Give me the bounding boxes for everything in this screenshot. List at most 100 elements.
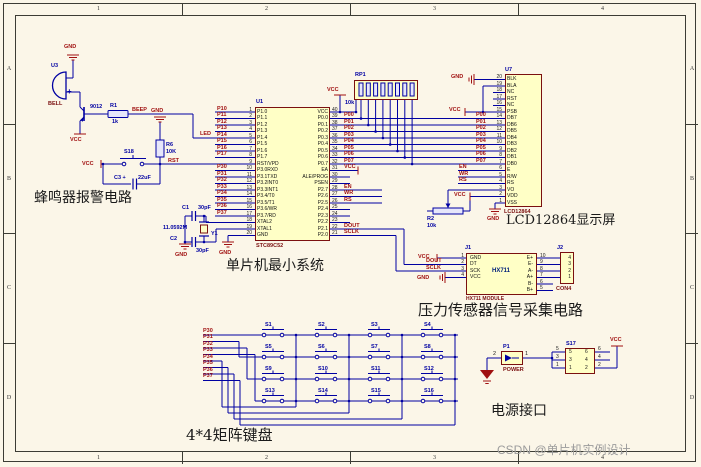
- gnd-label: GND: [487, 216, 500, 222]
- pin-number: 28: [332, 184, 338, 191]
- pin-number: 3: [499, 184, 502, 191]
- switch-designator: S11: [371, 366, 381, 372]
- pin-number: 8: [249, 152, 252, 159]
- pin-name: P0.4: [317, 141, 328, 148]
- pin-number: 29: [332, 178, 338, 185]
- pin-name: DB0: [507, 160, 517, 167]
- gnd-label: GND: [417, 274, 430, 281]
- pin-name: RST: [507, 95, 517, 102]
- power-switch-body: [565, 348, 595, 374]
- pin-number: 2: [461, 259, 464, 266]
- net-label: RS: [459, 177, 467, 184]
- pin-name: VDD: [507, 193, 518, 200]
- pin-number: 5: [569, 349, 572, 355]
- pin-name: GND: [470, 254, 482, 261]
- pin-number: 36: [332, 132, 338, 139]
- vcc-label: VCC: [418, 254, 430, 260]
- pin-number: 3: [556, 354, 559, 360]
- pin-number: 6: [499, 165, 502, 172]
- pin-number: 1: [569, 365, 572, 371]
- pin-name: XTAL1: [257, 225, 272, 232]
- net-label: P31: [203, 334, 213, 341]
- pin-number: 16: [246, 204, 252, 211]
- power-part-label: POWER: [503, 367, 524, 373]
- bell-icon: [51, 71, 67, 100]
- lcd-power-symbols: [464, 74, 501, 215]
- net-label: P15: [217, 138, 227, 145]
- vcc-label: VCC: [449, 107, 461, 113]
- pin-number: 31: [332, 165, 338, 172]
- pin-number: 25: [332, 204, 338, 211]
- net-label: P30: [217, 164, 227, 171]
- ruler-right-label: C: [686, 233, 698, 343]
- pin-name: E+: [526, 254, 533, 261]
- net-label: P00: [476, 112, 486, 119]
- c1-value: 30pF: [198, 205, 211, 211]
- pin-name: P2.1: [317, 225, 328, 232]
- pin-number: 32: [332, 158, 338, 165]
- pin-name: P2.5: [317, 199, 328, 206]
- gnd-icon: [480, 370, 494, 379]
- switch-designator: S10: [318, 366, 328, 372]
- pin-number: 5: [540, 285, 543, 292]
- pin-number: 9: [499, 145, 502, 152]
- pin-name: VSS: [507, 199, 518, 206]
- pin-name: P0.7: [317, 160, 328, 167]
- gnd-label: GND: [64, 44, 77, 50]
- net-label: P07: [344, 157, 354, 164]
- pin-name: P0.6: [317, 154, 328, 161]
- pin-number: 8: [540, 265, 543, 272]
- pin-number: 38: [332, 119, 338, 126]
- net-label: P06: [476, 151, 486, 158]
- pin-name: DB2: [507, 147, 517, 154]
- net-label: SCLK: [344, 229, 359, 236]
- pin-name: P2.3: [317, 212, 328, 219]
- reset-circuit-wires: [101, 122, 255, 190]
- pin-name: P1.0: [257, 108, 268, 115]
- pin-name: P1.1: [257, 115, 268, 122]
- pin-name: A-: [528, 267, 533, 274]
- pin-number: 3: [249, 119, 252, 126]
- pin-name: DB6: [507, 121, 517, 128]
- pin-name: P3.5/T1: [257, 199, 275, 206]
- pin-number: 5: [249, 132, 252, 139]
- switch-designator: S15: [371, 388, 381, 394]
- pin-name: VCC: [317, 108, 328, 115]
- pin-name: NC: [507, 102, 515, 109]
- pin-name: P2.4: [317, 206, 328, 213]
- pin-name: DB5: [507, 128, 517, 135]
- sheet-inner-border: [15, 15, 686, 452]
- pin-name: P3.0RXD: [257, 167, 278, 174]
- pin-number: 7: [540, 272, 543, 279]
- switch-designator: S12: [424, 366, 434, 372]
- ruler-left-label: D: [3, 342, 15, 453]
- pin-name: DB7: [507, 115, 517, 122]
- pin-number: 37: [332, 126, 338, 133]
- pin-number: 7: [249, 145, 252, 152]
- pin-number: 19: [496, 80, 502, 87]
- pin-number: 16: [496, 100, 502, 107]
- pin-number: 1: [568, 274, 571, 281]
- net-label: P13: [217, 125, 227, 132]
- lcd-part-label: LCD12864: [504, 208, 531, 215]
- beep-net-label: BEEP: [132, 106, 147, 113]
- j2-designator: J2: [557, 245, 564, 251]
- gnd-label: GND: [451, 74, 464, 80]
- pin-name: RST/VPD: [257, 160, 279, 167]
- pin-number: 4: [568, 254, 571, 261]
- rst-net-label: RST: [168, 157, 179, 164]
- pin-name: P3.3INT1: [257, 186, 279, 193]
- net-label: P35: [203, 360, 213, 367]
- pin-number: 33: [332, 152, 338, 159]
- pin-number: 6: [585, 349, 588, 355]
- ruler-top-label: 1: [97, 6, 100, 12]
- vcc-label: VCC: [610, 337, 622, 343]
- bell-part-label: BELL: [48, 101, 63, 107]
- pin-name: P2.6: [317, 193, 328, 200]
